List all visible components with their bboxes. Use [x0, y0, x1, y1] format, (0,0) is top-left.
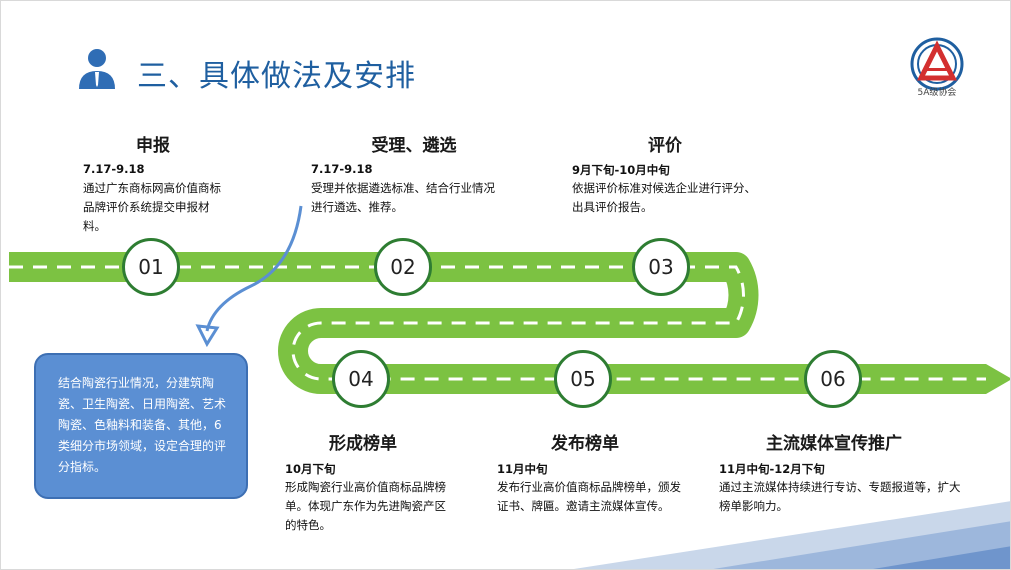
step-title-06: 主流媒体宣传推广: [766, 434, 902, 454]
callout-text: 结合陶瓷行业情况，分建筑陶瓷、卫生陶瓷、日用陶瓷、艺术陶瓷、色釉料和装备、其他，…: [58, 376, 227, 474]
step-date-06: 11月中旬-12月下旬: [719, 462, 825, 476]
category-callout: 结合陶瓷行业情况，分建筑陶瓷、卫生陶瓷、日用陶瓷、艺术陶瓷、色釉料和装备、其他，…: [34, 353, 248, 499]
step-desc-02: 受理并依据遴选标准、结合行业情况进行遴选、推荐。: [311, 181, 495, 214]
step-title-04: 形成榜单: [329, 434, 397, 454]
step-node-03: 03: [632, 238, 690, 296]
step-node-04: 04: [332, 350, 390, 408]
step-date-04: 10月下旬: [285, 462, 336, 476]
step-title-03: 评价: [648, 136, 682, 156]
logo-text: 5A级协会: [917, 88, 957, 98]
step-desc-06: 通过主流媒体持续进行专访、专题报道等，扩大榜单影响力。: [719, 480, 961, 513]
person-icon: [79, 49, 115, 89]
step-node-02: 02: [374, 238, 432, 296]
step-node-01: 01: [122, 238, 180, 296]
step-desc-01: 通过广东商标网高价值商标品牌评价系统提交申报材料。: [83, 181, 221, 233]
step-date-01: 7.17-9.18: [83, 162, 145, 176]
step-date-02: 7.17-9.18: [311, 162, 373, 176]
step-title-02: 受理、遴选: [371, 136, 457, 156]
step-node-05: 05: [554, 350, 612, 408]
step-desc-05: 发布行业高价值商标品牌榜单，颁发证书、牌匾。邀请主流媒体宣传。: [497, 480, 681, 513]
association-logo-icon: [910, 37, 964, 91]
step-title-01: 申报: [136, 136, 170, 156]
step-date-05: 11月中旬: [497, 462, 548, 476]
step-desc-03: 依据评价标准对候选企业进行评分、出具评价报告。: [572, 181, 756, 214]
step-date-03: 9月下旬-10月中旬: [572, 163, 670, 177]
step-desc-04: 形成陶瓷行业高价值商标品牌榜单。体现广东作为先进陶瓷产区的特色。: [285, 480, 446, 532]
step-title-05: 发布榜单: [551, 434, 619, 454]
step-node-06: 06: [804, 350, 862, 408]
page-title: 三、具体做法及安排: [137, 59, 416, 94]
